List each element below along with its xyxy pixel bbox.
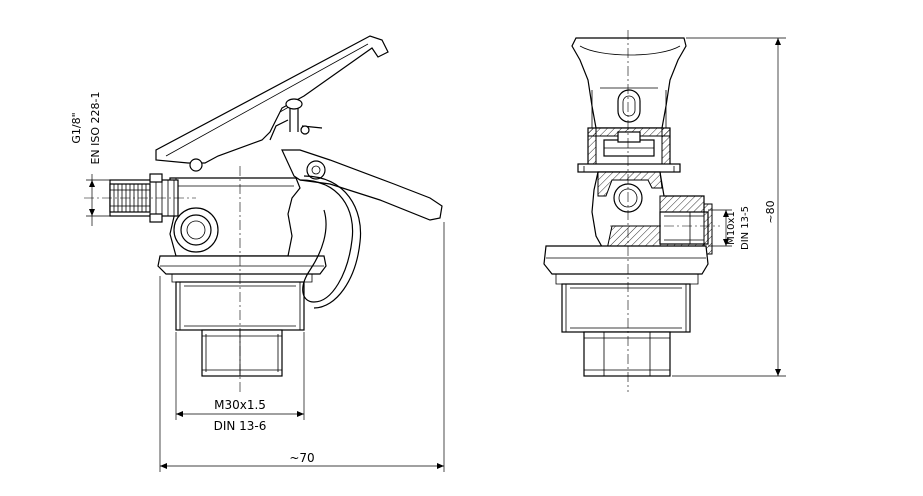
side-handle [281, 149, 443, 221]
dim-g18-label: G1/8" [70, 112, 83, 143]
dim-din135-label: DIN 13-5 [740, 206, 751, 250]
front-thread [561, 283, 691, 333]
side-lever [155, 35, 389, 164]
side-view: G1/8" EN ISO 228-1 M30x1.5 DIN 13-6 ~70 [70, 35, 445, 472]
dim-m10-label: M10x1 [726, 211, 737, 245]
dim-din136-label: DIN 13-6 [214, 419, 267, 433]
lever-pivot [189, 158, 203, 172]
front-view: M10x1 DIN 13-5 ~80 [543, 30, 786, 392]
handle-pivot [306, 160, 326, 180]
dim-height80-label: ~80 [764, 200, 777, 223]
front-m10-port [659, 211, 709, 245]
front-flange [543, 245, 709, 275]
side-siphon-hose [299, 179, 354, 303]
dim-width70-label: ~70 [289, 451, 314, 465]
side-flange [157, 255, 327, 275]
dim-m30-label: M30x1.5 [214, 398, 266, 412]
front-hex-bottom [583, 331, 671, 377]
dim-en-iso-label: EN ISO 228-1 [89, 91, 102, 164]
side-hex-bottom [201, 329, 283, 377]
